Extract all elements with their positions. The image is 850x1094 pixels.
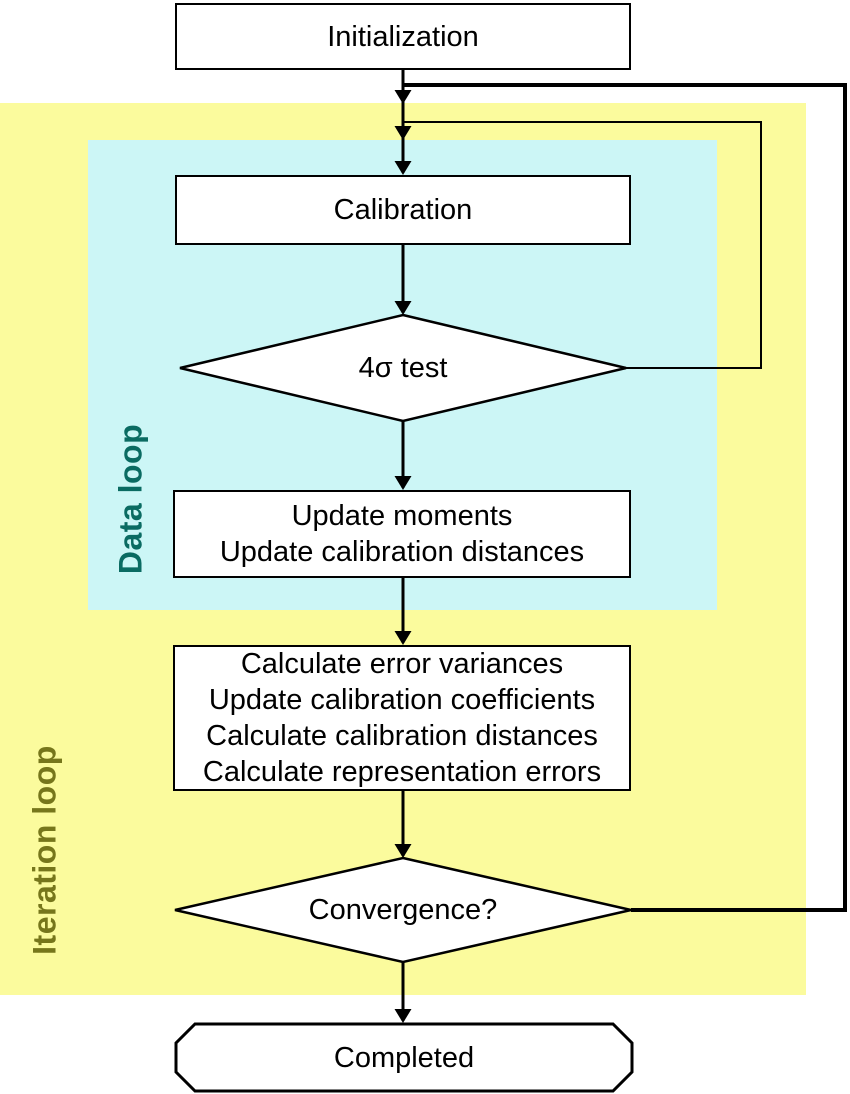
node-initialization: Initialization [175,3,631,70]
node-initialization-label: Initialization [327,20,479,53]
node-update-moments-line: Update moments [291,500,513,532]
convergence-diamond [174,856,632,964]
arrowhead [394,161,412,175]
node-calibration: Calibration [175,175,631,245]
node-calibration-label: Calibration [333,194,473,226]
node-update-moments: Update moments Update calibration distan… [173,490,631,578]
node-calculate-line: Calculate error variances [240,648,564,680]
edge-convergence-loopback [403,83,847,912]
node-calculate-line: Calculate calibration distances [206,720,598,752]
completed-terminator [174,1022,634,1093]
node-calculate-line: Update calibration coefficients [208,684,596,716]
sigma-test-diamond [179,313,627,423]
edge-sigma-test-loopback [403,121,762,369]
arrowhead [394,844,412,858]
arrowhead [394,90,412,104]
node-update-moments-line: Update calibration distances [219,536,585,568]
node-calculate-line: Calculate representation errors [202,756,602,788]
arrowhead [394,1009,412,1023]
arrowhead [394,126,412,140]
arrowhead [394,476,412,490]
arrowhead [394,301,412,315]
arrowhead [394,631,412,645]
node-calculate: Calculate error variances Update calibra… [173,645,631,791]
